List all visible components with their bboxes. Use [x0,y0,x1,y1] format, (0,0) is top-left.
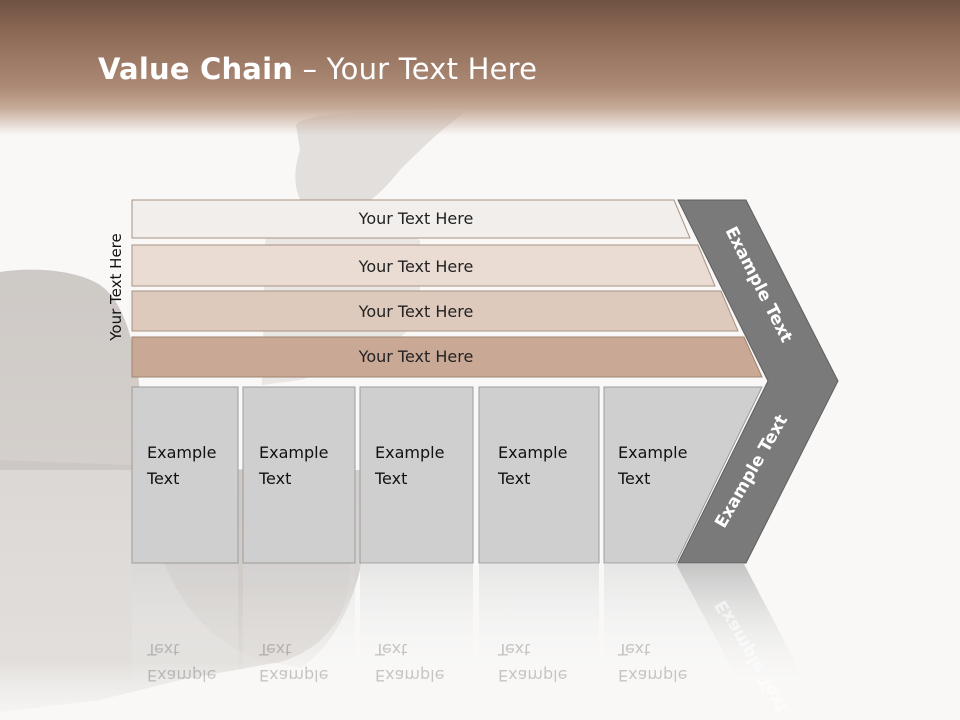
support-rows: Your Text Here Your Text Here Your Text … [131,199,763,378]
primary-box-label-3b: Text [374,469,407,488]
primary-box-label-2a: Example [259,443,328,462]
primary-box-5: Example Text [603,386,763,564]
primary-box-shape-3 [359,386,474,564]
slide-title: Value Chain – Your Text Here [98,52,537,86]
reflected-box-text-2: Example [259,666,328,685]
support-row-label-4: Your Text Here [358,347,474,366]
primary-box-label-4b: Text [497,469,530,488]
primary-box-shape-5 [603,386,763,564]
reflected-box-text-5: Example [618,666,687,685]
reflected-box-text-5b: Text [617,640,650,659]
chevron-shape [677,199,839,564]
support-row-label-2: Your Text Here [358,257,474,276]
reflected-text: Example Text Example Text Example Text E… [146,640,687,685]
reflected-box-text-1: Example [147,666,216,685]
reflected-box-text-3b: Text [374,640,407,659]
primary-box-shape-4 [478,386,600,564]
primary-box-2: Example Text [242,386,356,564]
support-row-3: Your Text Here [131,290,739,332]
primary-box-4: Example Text [478,386,600,564]
header-band [0,0,960,135]
primary-box-label-5b: Text [617,469,650,488]
reflected-box-text-3: Example [375,666,444,685]
primary-boxes: Example Text Example Text Example Text E… [131,386,763,564]
reflected-box-text-4b: Text [497,640,530,659]
primary-box-3: Example Text [359,386,474,564]
primary-box-label-1b: Text [146,469,179,488]
reflected-box-text-2b: Text [258,640,291,659]
primary-box-shape-1 [131,386,239,564]
support-row-1: Your Text Here [131,199,691,239]
support-row-label-3: Your Text Here [358,302,474,321]
title-rest: – Your Text Here [293,52,538,86]
primary-box-label-4a: Example [498,443,567,462]
support-row-shape-1 [131,199,691,239]
primary-box-label-2b: Text [258,469,291,488]
primary-box-label-5a: Example [618,443,687,462]
support-row-label-1: Your Text Here [358,209,474,228]
reflected-box-text-4: Example [498,666,567,685]
primary-box-label-1a: Example [147,443,216,462]
reflected-box-text-1b: Text [146,640,179,659]
primary-box-label-3a: Example [375,443,444,462]
reflection: Example Text Example Text Example Text E… [132,564,812,717]
support-row-shape-3 [131,290,739,332]
primary-box-shape-2 [242,386,356,564]
support-row-4: Your Text Here [131,336,763,378]
title-bold: Value Chain [98,52,294,86]
support-row-shape-4 [131,336,763,378]
support-row-shape-2 [131,244,716,287]
support-row-2: Your Text Here [131,244,716,287]
primary-box-1: Example Text [131,386,239,564]
